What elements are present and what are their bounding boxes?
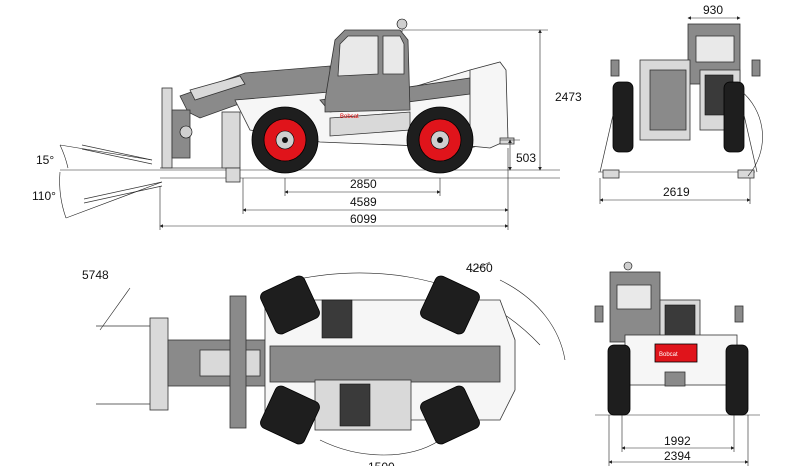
dim-length-fork-face: 4589 [350, 195, 377, 209]
rear-wheel [406, 106, 474, 174]
dim-ground-clearance: 503 [516, 151, 536, 165]
dim-overall-height: 2473 [555, 90, 582, 104]
front-wheel [251, 106, 319, 174]
front-view-right-wheel [723, 81, 745, 153]
dim-overall-length: 6099 [350, 212, 377, 226]
top-view: 5748 4260 1500 [82, 261, 566, 466]
dim-turning-radius-wheels: 4260 [466, 261, 493, 275]
dim-wheelbase: 2850 [350, 177, 377, 191]
dim-fork-tilt-down: 110° [32, 189, 56, 203]
dim-fork-tilt-up: 15° [36, 153, 54, 167]
dim-overall-width: 2619 [663, 185, 690, 199]
rear-view: Bobcat 1992 2394 [594, 261, 760, 466]
cab-glass [337, 35, 379, 77]
side-view: Bobcat [32, 18, 582, 230]
svg-text:Bobcat: Bobcat [340, 114, 359, 120]
dim-overall-width-rear: 2394 [664, 449, 691, 463]
rear-view-right-wheel [725, 344, 749, 416]
dim-inner-turning-radius: 1500 [368, 460, 395, 466]
rear-view-left-wheel [607, 344, 631, 416]
svg-text:Bobcat: Bobcat [659, 352, 678, 358]
fork-carriage [161, 87, 173, 169]
front-stabiliser [221, 111, 241, 169]
dim-turning-radius-forks: 5748 [82, 268, 109, 282]
front-view: 930 2619 [598, 3, 763, 204]
dim-track-width: 1992 [664, 434, 691, 448]
front-view-left-wheel [612, 81, 634, 153]
dim-cab-width: 930 [703, 3, 723, 17]
